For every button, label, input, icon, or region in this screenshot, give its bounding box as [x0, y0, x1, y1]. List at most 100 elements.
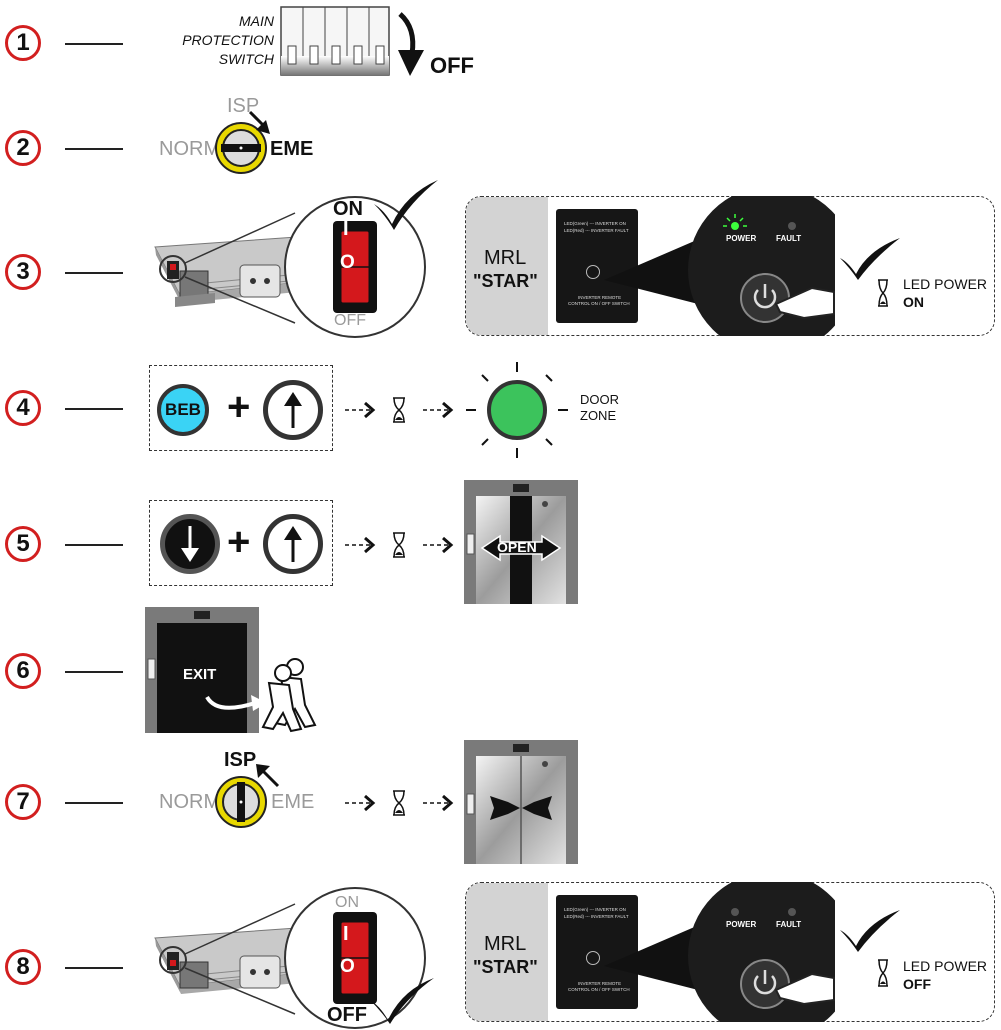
remote-switch-icon: [586, 265, 600, 279]
mrl-star-box-on: MRL "STAR" LED(Green) --- INVERTER ON LE…: [465, 196, 995, 336]
power-panel-zoom: [604, 882, 835, 1022]
inverter-remote-panel: LED(Green) --- INVERTER ON LED(Red) --- …: [556, 209, 638, 323]
step-connector: [65, 544, 123, 546]
step-number-text: 1: [16, 29, 30, 56]
power-led-label: POWER: [726, 234, 757, 243]
isp-label: ISP: [224, 749, 257, 771]
panel-text: INVERTER REMOTE: [578, 295, 622, 300]
panel-text: CONTROL ON / OFF SWITCH: [568, 301, 630, 306]
mrl-panel: [466, 197, 548, 335]
beb-button-label: BEB: [165, 400, 201, 419]
eme-label: EME: [271, 791, 315, 813]
step-number-3: 3: [5, 254, 41, 290]
step-number-text: 8: [16, 953, 30, 980]
step-connector: [65, 272, 123, 274]
star-label: "STAR": [473, 271, 538, 291]
panel-text: LED(Red) --- INVERTER FAULT: [564, 228, 629, 233]
door-label-line: DOOR: [580, 392, 619, 407]
switch-o-label: O: [340, 956, 355, 977]
panel-text: INVERTER REMOTE: [578, 981, 622, 986]
led-power-label: LED POWER: [903, 276, 988, 292]
star-label: "STAR": [473, 957, 538, 977]
step-number-text: 6: [16, 657, 30, 684]
label-line: PROTECTION: [182, 32, 274, 48]
step-number-text: 7: [16, 788, 30, 815]
switch-off-label: OFF: [327, 1004, 367, 1026]
arrow-hourglass-sequence: [345, 532, 454, 558]
open-label: OPEN: [497, 539, 537, 555]
label-line: SWITCH: [218, 51, 274, 67]
step-number-text: 2: [16, 134, 30, 161]
down-button[interactable]: [160, 514, 220, 574]
mrl-label: MRL: [484, 933, 527, 955]
step-connector: [65, 43, 123, 45]
checkmark-icon: [840, 238, 900, 280]
mrl-star-box-off: MRL "STAR" LED(Green) --- INVERTER ON LE…: [465, 882, 995, 1022]
hourglass-icon: [878, 959, 888, 987]
door-zone-lamp-icon: [466, 362, 568, 458]
switch-on-label: ON: [335, 894, 359, 911]
step-number-7: 7: [5, 784, 41, 820]
step-number-2: 2: [5, 130, 41, 166]
exit-label: EXIT: [183, 666, 217, 683]
breaker-switch-icon: [280, 6, 390, 76]
step-number-4: 4: [5, 390, 41, 426]
led-power-state: OFF: [903, 976, 931, 992]
main-protection-switch-label: MAIN PROTECTION SWITCH: [178, 12, 274, 69]
switch-on-label: ON: [333, 198, 363, 220]
step-number-6: 6: [5, 653, 41, 689]
checkmark-icon: [374, 180, 438, 230]
arrow-up-icon: [284, 526, 302, 562]
up-button[interactable]: [263, 380, 323, 440]
step-number-text: 3: [16, 258, 30, 285]
label-line: MAIN: [239, 13, 274, 29]
inverter-remote-panel: LED(Green) --- INVERTER ON LED(Red) --- …: [556, 895, 638, 1009]
up-button[interactable]: [263, 514, 323, 574]
beb-button[interactable]: BEB: [157, 384, 209, 436]
step-number-5: 5: [5, 526, 41, 562]
button-combo-box: [149, 500, 333, 586]
inverter-on-illustration: [154, 196, 426, 338]
plus-sign: +: [227, 520, 251, 564]
remote-switch-icon: [586, 951, 600, 965]
arrow-icon: [256, 764, 280, 788]
arrow-icon: [248, 110, 270, 134]
checkmark-icon: [370, 978, 434, 1024]
step-connector: [65, 148, 123, 150]
step-connector: [65, 671, 123, 673]
door-zone-label: DOOR ZONE: [580, 392, 619, 424]
step-connector: [65, 408, 123, 410]
panel-text: LED(Red) --- INVERTER FAULT: [564, 914, 629, 919]
panel-text: LED(Green) --- INVERTER ON: [564, 907, 626, 912]
power-panel-zoom: [604, 196, 835, 336]
norm-label: NORM: [159, 791, 221, 813]
checkmark-icon: [840, 910, 900, 952]
switch-o-label: O: [340, 252, 355, 273]
inverter-off-illustration: [154, 887, 426, 1029]
mrl-label: MRL: [484, 247, 527, 269]
panel-text: CONTROL ON / OFF SWITCH: [568, 987, 630, 992]
key-switch-icon: [215, 776, 267, 828]
arrow-hourglass-sequence: [345, 397, 454, 423]
switch-i-label: I: [343, 923, 349, 945]
plus-sign: +: [227, 385, 251, 429]
button-combo-box: [149, 365, 333, 451]
fault-led-label: FAULT: [776, 234, 802, 243]
step-number-8: 8: [5, 949, 41, 985]
hourglass-icon: [878, 279, 888, 307]
switch-i-label: I: [343, 218, 349, 240]
led-power-state: ON: [903, 294, 924, 310]
fault-led-label: FAULT: [776, 920, 802, 929]
step-number-text: 5: [16, 530, 30, 557]
power-led-label: POWER: [726, 920, 757, 929]
door-label-line: ZONE: [580, 408, 617, 423]
led-power-label: LED POWER: [903, 958, 988, 974]
norm-label: NORM: [159, 138, 221, 160]
step-number-1: 1: [5, 25, 41, 61]
step-connector: [65, 802, 123, 804]
off-label: OFF: [430, 53, 474, 78]
elevator-door-open-icon: [464, 480, 578, 604]
step-number-text: 4: [16, 394, 30, 421]
step-connector: [65, 967, 123, 969]
elevator-exit-illustration: [145, 607, 317, 733]
